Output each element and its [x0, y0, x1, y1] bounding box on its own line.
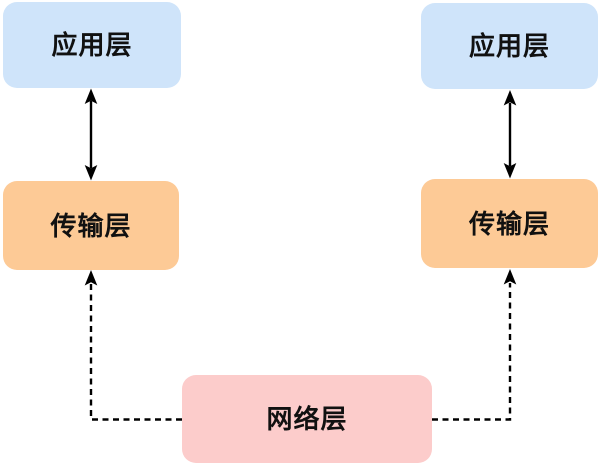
node-label-transport-left: 传输层 [50, 210, 132, 241]
node-label-network: 网络层 [266, 404, 348, 434]
node-network-layer: 网络层 [182, 375, 432, 463]
node-application-layer-right: 应用层 [421, 3, 598, 89]
node-transport-layer-right: 传输层 [421, 179, 598, 268]
node-label-application-right: 应用层 [468, 31, 550, 61]
arrow-application-transport-left [84, 88, 98, 181]
dashed-arrow-network-transport-left [84, 270, 182, 421]
node-application-layer-left: 应用层 [3, 2, 181, 88]
node-transport-layer-left: 传输层 [3, 181, 179, 270]
node-label-transport-right: 传输层 [468, 208, 550, 239]
dashed-arrow-network-transport-right [432, 269, 517, 421]
node-label-application-left: 应用层 [51, 30, 133, 60]
arrow-application-transport-right [503, 90, 517, 179]
